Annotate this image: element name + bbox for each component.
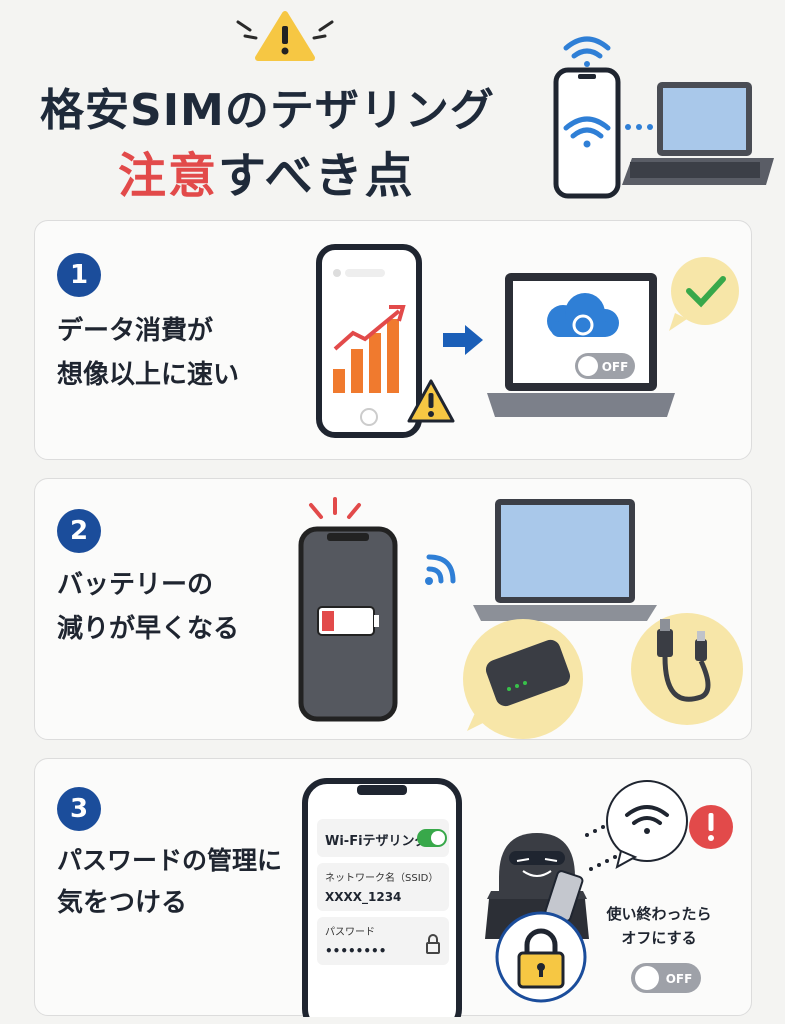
title-rest: すべき点 — [218, 148, 415, 204]
title-accent: 注意 — [118, 148, 219, 204]
point-title-line2: 減りが早くなる — [57, 614, 240, 644]
alert-lines — [309, 497, 361, 519]
point-number-badge: 2 — [57, 509, 101, 553]
usb-cable-icon — [631, 613, 743, 725]
point-title-line1: パスワードの管理に — [57, 846, 283, 875]
point-card-2: 2 バッテリーの 減りが早くなる — [34, 478, 752, 740]
password-label: パスワード — [325, 926, 375, 938]
point-number-badge: 1 — [57, 253, 101, 297]
point-card-1: 1 データ消費が 想像以上に速い — [34, 220, 752, 460]
header-illustration — [236, 11, 774, 199]
point-number-badge: 3 — [57, 787, 101, 831]
point-3-illustration: Wi-Fiテザリング ネットワーク名（SSID） XXXX_1234 パスワード… — [302, 778, 733, 1017]
toggle-switch[interactable]: OFF — [575, 353, 635, 379]
low-battery-icon — [298, 526, 398, 722]
lock-icon — [426, 934, 440, 954]
check-icon — [669, 257, 739, 331]
wifi-icon — [563, 36, 611, 67]
wifi-bubble-icon — [606, 780, 688, 869]
point-title-line2: 気をつける — [57, 888, 188, 918]
password-value: •••••••• — [325, 944, 386, 958]
point-title-line1: バッテリーの — [57, 570, 214, 600]
cloud-sync-icon — [547, 293, 619, 337]
wifi-signal-icon — [425, 554, 456, 585]
warning-triangle-icon — [407, 379, 455, 423]
point-title-line1: データ消費が — [57, 316, 214, 346]
page-title-line2: 注意すべき点 — [118, 136, 538, 206]
laptop-icon — [622, 82, 774, 185]
laptop-icon — [473, 499, 657, 621]
point-card-3: 3 パスワードの管理に 気をつける Wi-Fiテザリング ネットワーク名（SSI… — [34, 758, 752, 1017]
tip-line1: 使い終わったら — [605, 905, 711, 923]
header: 格安SIMのテザリング 注意すべき点 — [0, 0, 785, 215]
toggle-label: OFF — [602, 360, 629, 374]
mobile-battery-icon — [463, 619, 583, 739]
toggle-switch[interactable]: OFF — [631, 963, 701, 993]
connection-dots — [625, 124, 653, 130]
smartphone-chart-icon — [316, 244, 422, 438]
point-2-illustration — [298, 497, 743, 739]
hacker-icon — [485, 833, 589, 939]
network-value: XXXX_1234 — [325, 890, 401, 905]
smartphone-icon — [553, 67, 621, 199]
phone-settings-screen: Wi-Fiテザリング ネットワーク名（SSID） XXXX_1234 パスワード… — [302, 778, 462, 1017]
padlock-icon — [495, 911, 587, 1003]
warning-triangle-icon — [236, 11, 334, 61]
tethering-toggle[interactable] — [417, 829, 447, 847]
point-1-illustration: OFF — [316, 244, 739, 438]
network-label: ネットワーク名（SSID） — [325, 871, 438, 884]
page-title-line1: 格安SIMのテザリング — [40, 85, 495, 136]
arrow-right-icon — [443, 325, 483, 355]
alert-icon — [689, 805, 733, 849]
point-title-line2: 想像以上に速い — [57, 360, 240, 390]
tethering-label: Wi-Fiテザリング — [325, 833, 428, 849]
toggle-label: OFF — [666, 972, 693, 986]
tip-line2: オフにする — [621, 929, 696, 947]
